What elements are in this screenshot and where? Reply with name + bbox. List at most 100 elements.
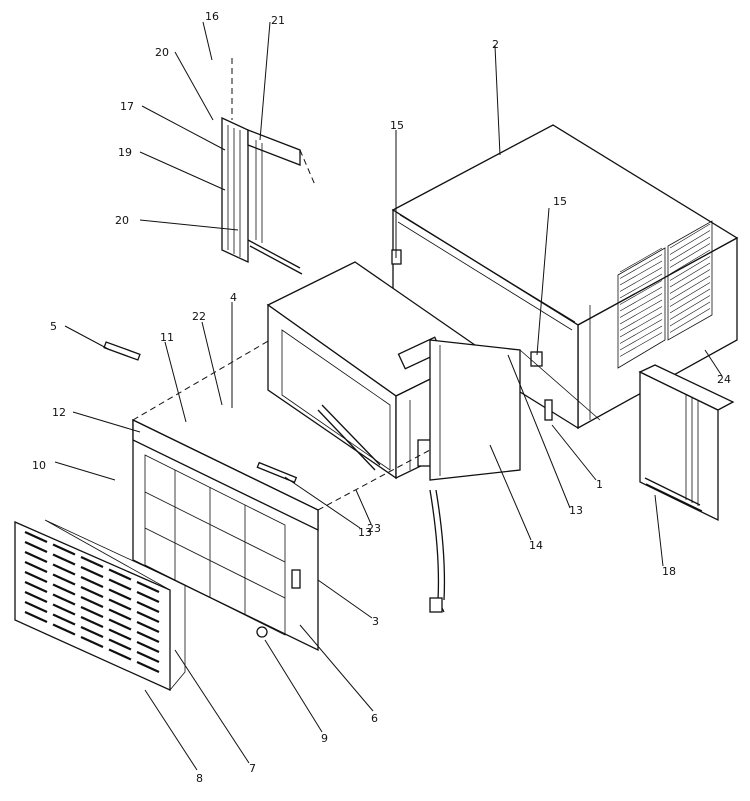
louver-line xyxy=(619,293,663,318)
grille-slot xyxy=(80,585,104,599)
callout-15-left: 15 xyxy=(390,119,404,132)
left-side-curtain xyxy=(221,58,316,275)
grille-slot xyxy=(80,555,104,569)
louver-line xyxy=(669,269,711,294)
grille-slot xyxy=(136,610,160,624)
grille-slot xyxy=(52,553,76,566)
callout-labels: 16 21 20 2 17 15 19 15 20 4 22 5 11 12 2… xyxy=(32,10,731,785)
louver-line xyxy=(619,286,663,312)
louver-line xyxy=(619,306,663,331)
grille-slot xyxy=(136,620,160,634)
callout-17: 17 xyxy=(120,100,134,113)
louver-line xyxy=(669,236,711,262)
grille-slot xyxy=(80,625,104,639)
grille-slot xyxy=(108,588,132,601)
louver-line xyxy=(669,262,711,288)
louver-line xyxy=(619,247,663,273)
callout-15-right: 15 xyxy=(553,195,567,208)
leader-lines xyxy=(54,21,723,771)
grille-slot xyxy=(24,580,48,594)
grille-slot xyxy=(52,583,76,596)
louver-line xyxy=(619,299,663,325)
louver-line xyxy=(619,267,663,292)
front-grille xyxy=(14,519,186,692)
louver-line xyxy=(669,256,711,281)
callout-9: 9 xyxy=(321,732,328,745)
grille-slot xyxy=(80,605,104,619)
louver-line xyxy=(619,280,663,305)
grille-slot xyxy=(24,570,48,584)
callout-10: 10 xyxy=(32,459,46,472)
grille-slot xyxy=(136,600,160,614)
callout-4: 4 xyxy=(230,291,237,304)
callout-19: 19 xyxy=(118,146,132,159)
grille-slot xyxy=(24,530,48,544)
louver-line xyxy=(669,249,711,275)
grille-slot xyxy=(108,618,132,631)
grille-slot xyxy=(108,568,132,581)
louver-line xyxy=(669,308,711,333)
louver-line xyxy=(619,332,663,357)
callout-18: 18 xyxy=(662,565,676,578)
callout-22: 22 xyxy=(192,310,206,323)
grille-slot xyxy=(108,638,132,651)
grille-slot xyxy=(52,623,76,636)
callout-13-right: 13 xyxy=(569,504,583,517)
grille-slot xyxy=(80,615,104,629)
grille-slot xyxy=(108,608,132,621)
louver-line xyxy=(669,223,711,249)
callout-16: 16 xyxy=(205,10,219,23)
grille-slot xyxy=(80,575,104,589)
callout-5: 5 xyxy=(50,320,57,333)
grille-slot xyxy=(52,563,76,576)
callout-1: 1 xyxy=(596,478,603,491)
chassis xyxy=(266,261,601,613)
louver-line xyxy=(669,282,711,307)
callout-12: 12 xyxy=(52,406,66,419)
grille-slot xyxy=(52,603,76,616)
louver-line xyxy=(669,288,711,314)
grille-slot xyxy=(24,550,48,564)
grille-slot xyxy=(24,600,48,614)
louver-line xyxy=(619,273,663,299)
louver-line xyxy=(669,275,711,301)
callout-24: 24 xyxy=(717,373,731,386)
callout-3: 3 xyxy=(372,615,379,628)
grille-slot xyxy=(108,578,132,591)
grille-slot xyxy=(108,598,132,611)
callout-11: 11 xyxy=(160,331,174,344)
callout-13-left: 13 xyxy=(358,526,372,539)
callout-6: 6 xyxy=(371,712,378,725)
grille-slot xyxy=(80,595,104,609)
louver-line xyxy=(619,325,663,351)
grille-slot xyxy=(136,660,160,674)
grille-slot xyxy=(136,630,160,644)
callout-2: 2 xyxy=(492,38,499,51)
callout-20-top: 20 xyxy=(155,46,169,59)
grille-slot xyxy=(52,543,76,556)
louver-line xyxy=(619,260,663,286)
grille-slot xyxy=(24,540,48,554)
front-frame xyxy=(132,339,431,652)
callout-23: 23 xyxy=(367,522,381,535)
louver-line xyxy=(669,301,711,327)
grille-slot xyxy=(52,573,76,586)
grille-slot xyxy=(136,650,160,664)
part-5-bracket xyxy=(103,341,141,361)
grille-slot xyxy=(108,628,132,641)
louver-line xyxy=(669,243,711,268)
louver-line xyxy=(619,312,663,338)
callout-8: 8 xyxy=(196,772,203,785)
callout-20-bottom: 20 xyxy=(115,214,129,227)
grille-slot xyxy=(108,648,132,661)
part-9-knob xyxy=(256,626,268,638)
part-13-strip xyxy=(256,461,298,484)
louver-line xyxy=(669,230,711,255)
callout-7: 7 xyxy=(249,762,256,775)
grille-slot xyxy=(80,565,104,579)
grille-slot xyxy=(24,610,48,624)
grille-slot xyxy=(136,590,160,604)
right-side-curtain xyxy=(638,364,735,522)
grille-slot xyxy=(24,590,48,604)
